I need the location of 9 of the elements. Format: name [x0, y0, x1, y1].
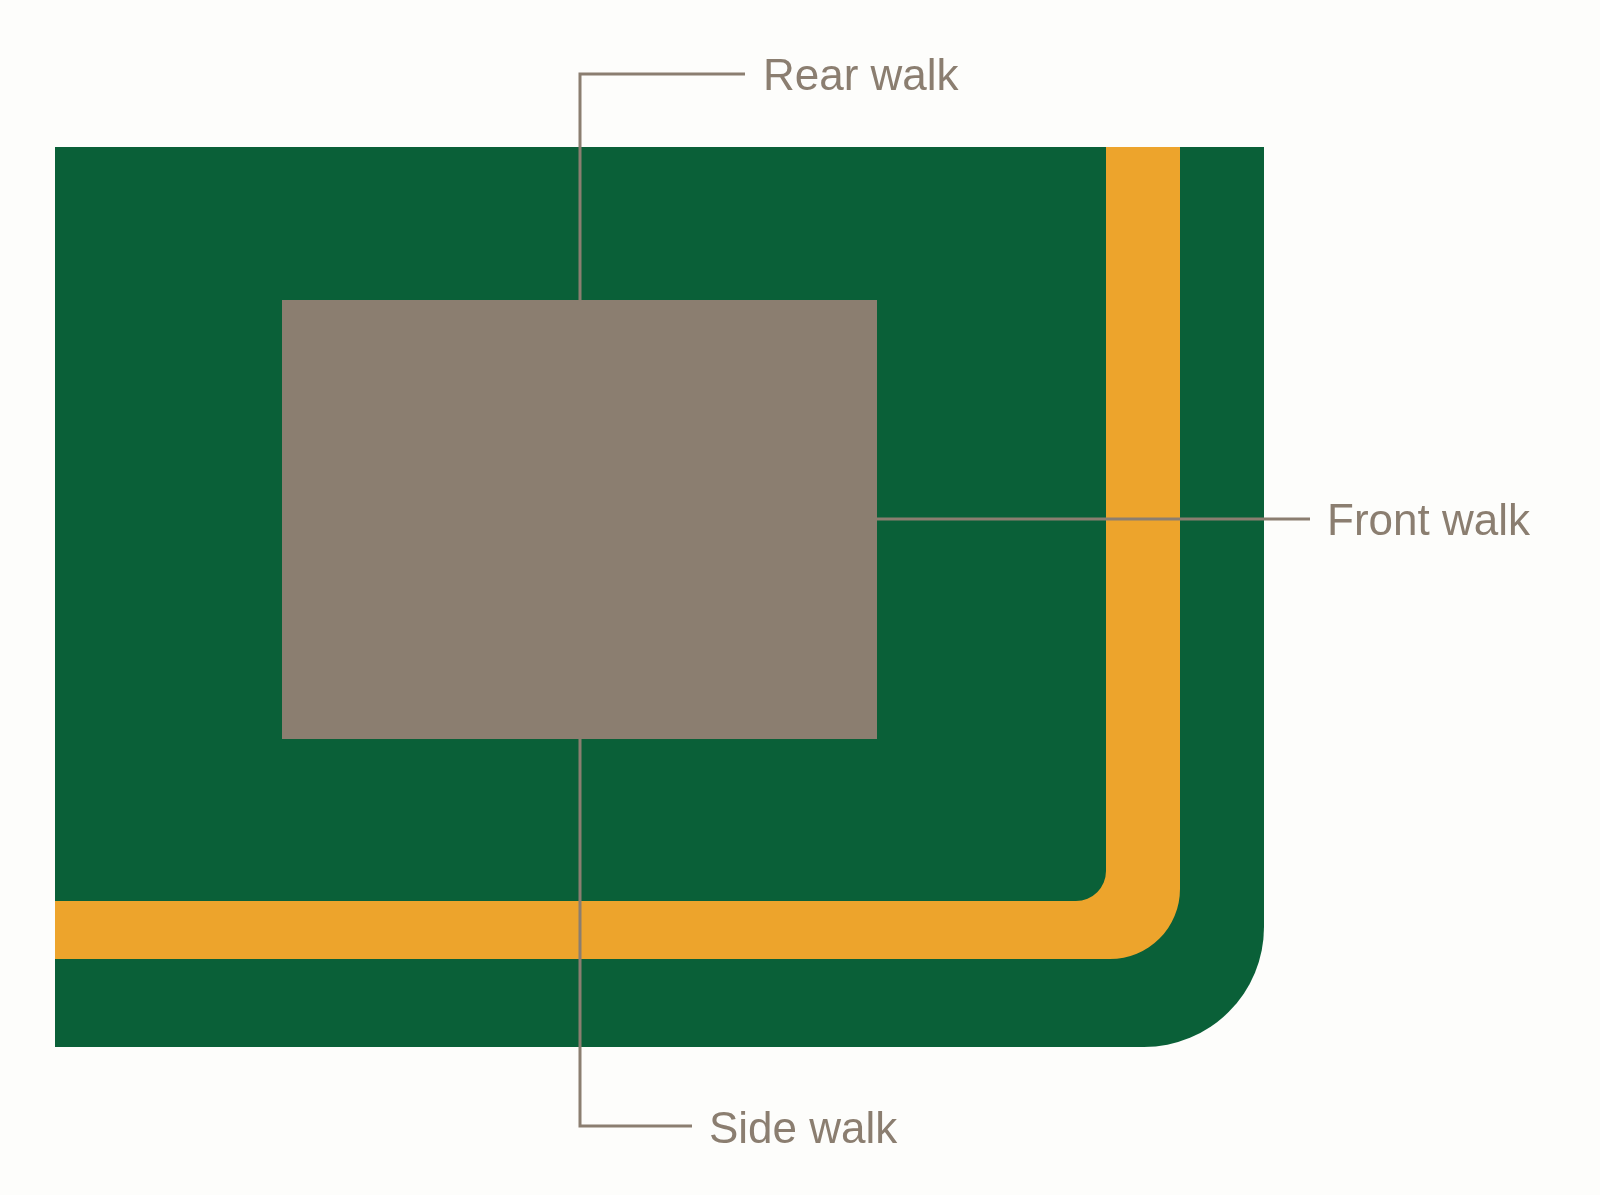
walk-label: Rear walk [763, 50, 959, 100]
leader-line [578, 72, 745, 300]
building-block [282, 300, 877, 739]
walkway-strip [55, 147, 1180, 959]
walk-label: Front walk [1327, 495, 1530, 545]
lot-area [55, 147, 1264, 1047]
leader-line [877, 517, 1310, 521]
leader-line [578, 739, 692, 1128]
walk-label: Side walk [709, 1103, 898, 1153]
